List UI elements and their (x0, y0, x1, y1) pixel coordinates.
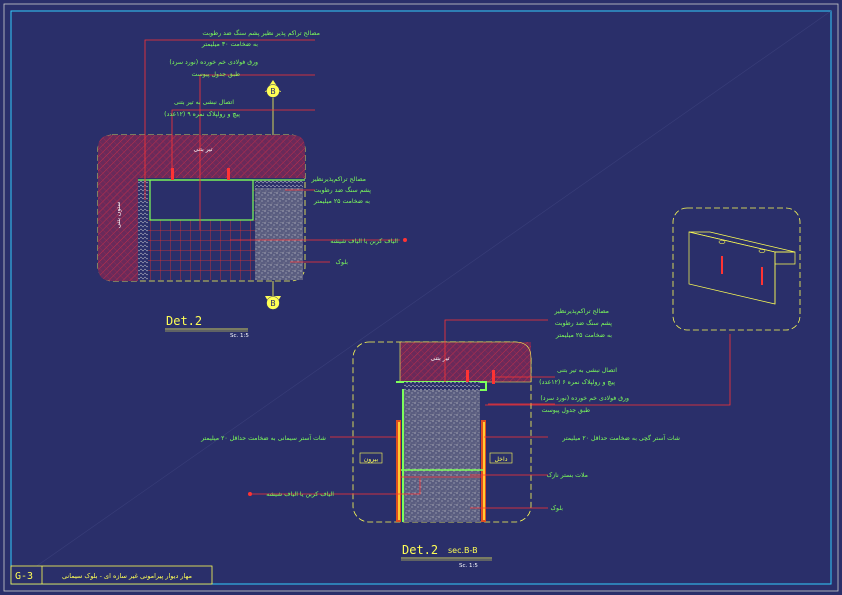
inner-frame (10, 10, 832, 585)
det1-bolt-2 (227, 168, 230, 180)
det2-note-5: پیچ و رولپلاک نمره ۶ (۱۲عدد) (539, 378, 615, 386)
det2-inside-label: داخل (495, 456, 508, 463)
det2-note-10: ملات بستر نازک (547, 471, 588, 479)
det1-insulation-left (138, 180, 148, 280)
det2-subtitle: sec.B-B (448, 546, 478, 555)
det1-note-10: الیاف کربن یا الیاف شیشه (330, 238, 398, 245)
det2-scale: Sc. 1:5 (459, 563, 478, 569)
title-block: G-3 مهار دیوار پیرامونی غیر سازه ای - بل… (10, 565, 213, 585)
det2-outside-label: بیرون (364, 456, 379, 463)
det2-note-8: شات آستر سیمانی به ضخامت حداقل ۲۰ میلیمت… (200, 433, 326, 442)
svg-text:B: B (270, 87, 276, 96)
det2-note-12: بلوک (550, 504, 563, 512)
det1-note-11: بلوک (335, 258, 348, 266)
det1-steel-angle (149, 179, 254, 221)
det1-note-7: مصالح تراکم‌پذیرنظیر (310, 176, 366, 183)
section-marker-bottom: B (265, 281, 281, 310)
det2-note-11: الیاف کربن یا الیاف شیشه (266, 491, 334, 498)
section-marker-top: B (265, 80, 281, 135)
det1-note-2: به ضخامت ۳۰ میلیمتر (201, 41, 258, 48)
det2-note-7: طبق جدول پیوست (542, 407, 591, 414)
det2-insulation (404, 382, 480, 390)
det1-note-5: اتصال نبشی به تیر بتنی (174, 99, 234, 106)
det1-note-8: پشم سنگ ضد رطوبت (314, 186, 372, 194)
det1-note-3: ورق فولادی خم خورده (نورد سرد) (169, 59, 258, 66)
det2-note-3: به ضخامت ۲۵ میلیمتر (555, 332, 612, 339)
det1-column-label: ستون بتنی (115, 202, 122, 229)
det1-note-9: به ضخامت ۲۵ میلیمتر (313, 198, 370, 205)
det2-block (404, 390, 480, 522)
det1-bolt-1 (171, 168, 174, 180)
det2-beam-label: تیر بتنی (431, 355, 450, 362)
det2-note-4: اتصال نبشی به تیر بتنی (557, 367, 617, 374)
det1-note-1: مصالح تراکم پذیر نظیر پشم سنگ ضد رطوبت (202, 29, 320, 37)
det1-note-4: طبق جدول پیوست (192, 71, 241, 78)
det1-title: Det.2 (166, 314, 202, 328)
det1-scale: Sc. 1:5 (230, 333, 249, 339)
detail-1: تیر بتنی ستون بتنی B B مصالح تراکم پذیر … (97, 29, 407, 339)
det2-note-1: مصالح تراکم‌پذیرنظیر (553, 308, 609, 315)
sheet-code: G-3 (15, 571, 33, 582)
sheet-title: مهار دیوار پیرامونی غیر سازه ای - بلوک س… (62, 572, 192, 580)
det2-title: Det.2 (402, 543, 438, 557)
det2-note-2: پشم سنگ ضد رطوبت (555, 319, 613, 327)
angle-3d-view (485, 207, 801, 406)
det1-block (255, 180, 303, 280)
det1-beam-label: تیر بتنی (194, 146, 213, 153)
det2-note-9: شات آستر گچی به ضخامت حداقل ۲۰ میلیمتر (561, 433, 680, 442)
det1-note-6: پیچ و رولپلاک نمره ۹ (۱۲عدد) (164, 110, 240, 118)
det2-note-6: ورق فولادی خم خورده (نورد سرد) (540, 395, 629, 402)
outer-frame (3, 3, 839, 592)
det1-leaders (144, 39, 400, 263)
diagonal-guide (10, 10, 832, 585)
detail-2: تیر بتنی بیرون داخل مصالح تراکم‌پذیرنظیر… (200, 308, 680, 569)
det2-leaders (252, 319, 555, 509)
det1-insulation-top (255, 180, 303, 188)
svg-text:B: B (270, 299, 276, 308)
